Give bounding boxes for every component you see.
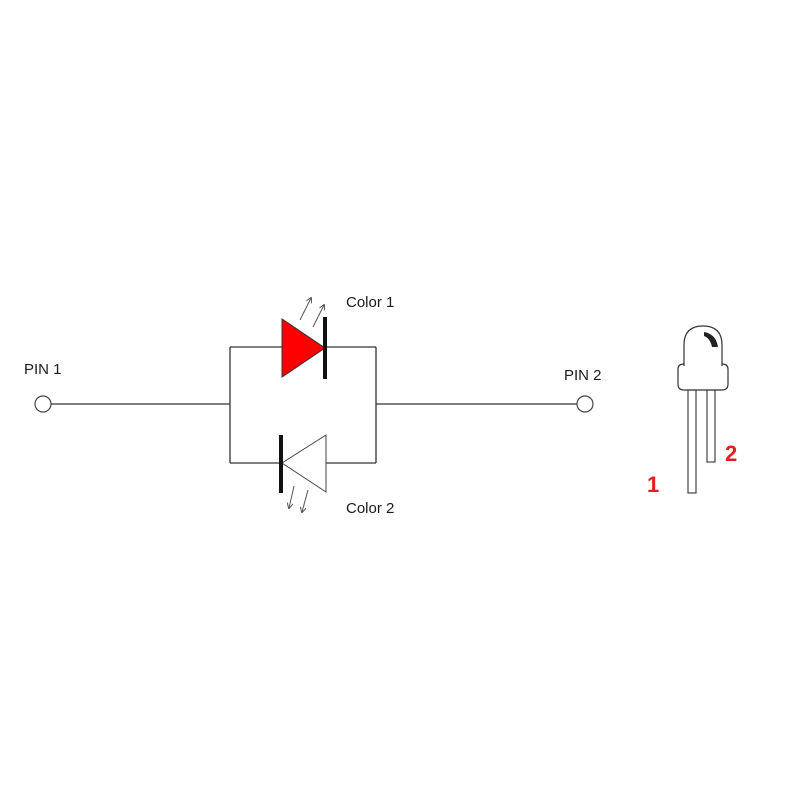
color1-label: Color 1 [346,294,394,311]
pin1-terminal [34,395,52,413]
led-lead-2 [706,389,716,463]
led-lead-1 [687,389,697,494]
pin1-label: PIN 1 [24,361,62,378]
led-color1-triangle [281,318,326,378]
pin2-terminal [576,395,594,413]
color2-label: Color 2 [346,500,394,517]
led-pin1-number: 1 [647,472,659,497]
led-component-illustration [677,325,729,494]
led-color2-light-arrow-1 [289,485,295,508]
led-pin2-number: 2 [725,441,737,466]
led-color1-cathode-bar [323,317,327,379]
led-color1-light-arrow-1 [299,298,311,321]
led-color2-triangle [281,434,327,493]
led-color2-cathode-bar [279,435,283,493]
led-flange [677,363,729,391]
led-dome-shading [704,332,718,347]
pin2-label: PIN 2 [564,367,602,384]
led-color2-light-arrow-2 [302,489,309,512]
led-color1-light-arrow-2 [312,305,324,328]
